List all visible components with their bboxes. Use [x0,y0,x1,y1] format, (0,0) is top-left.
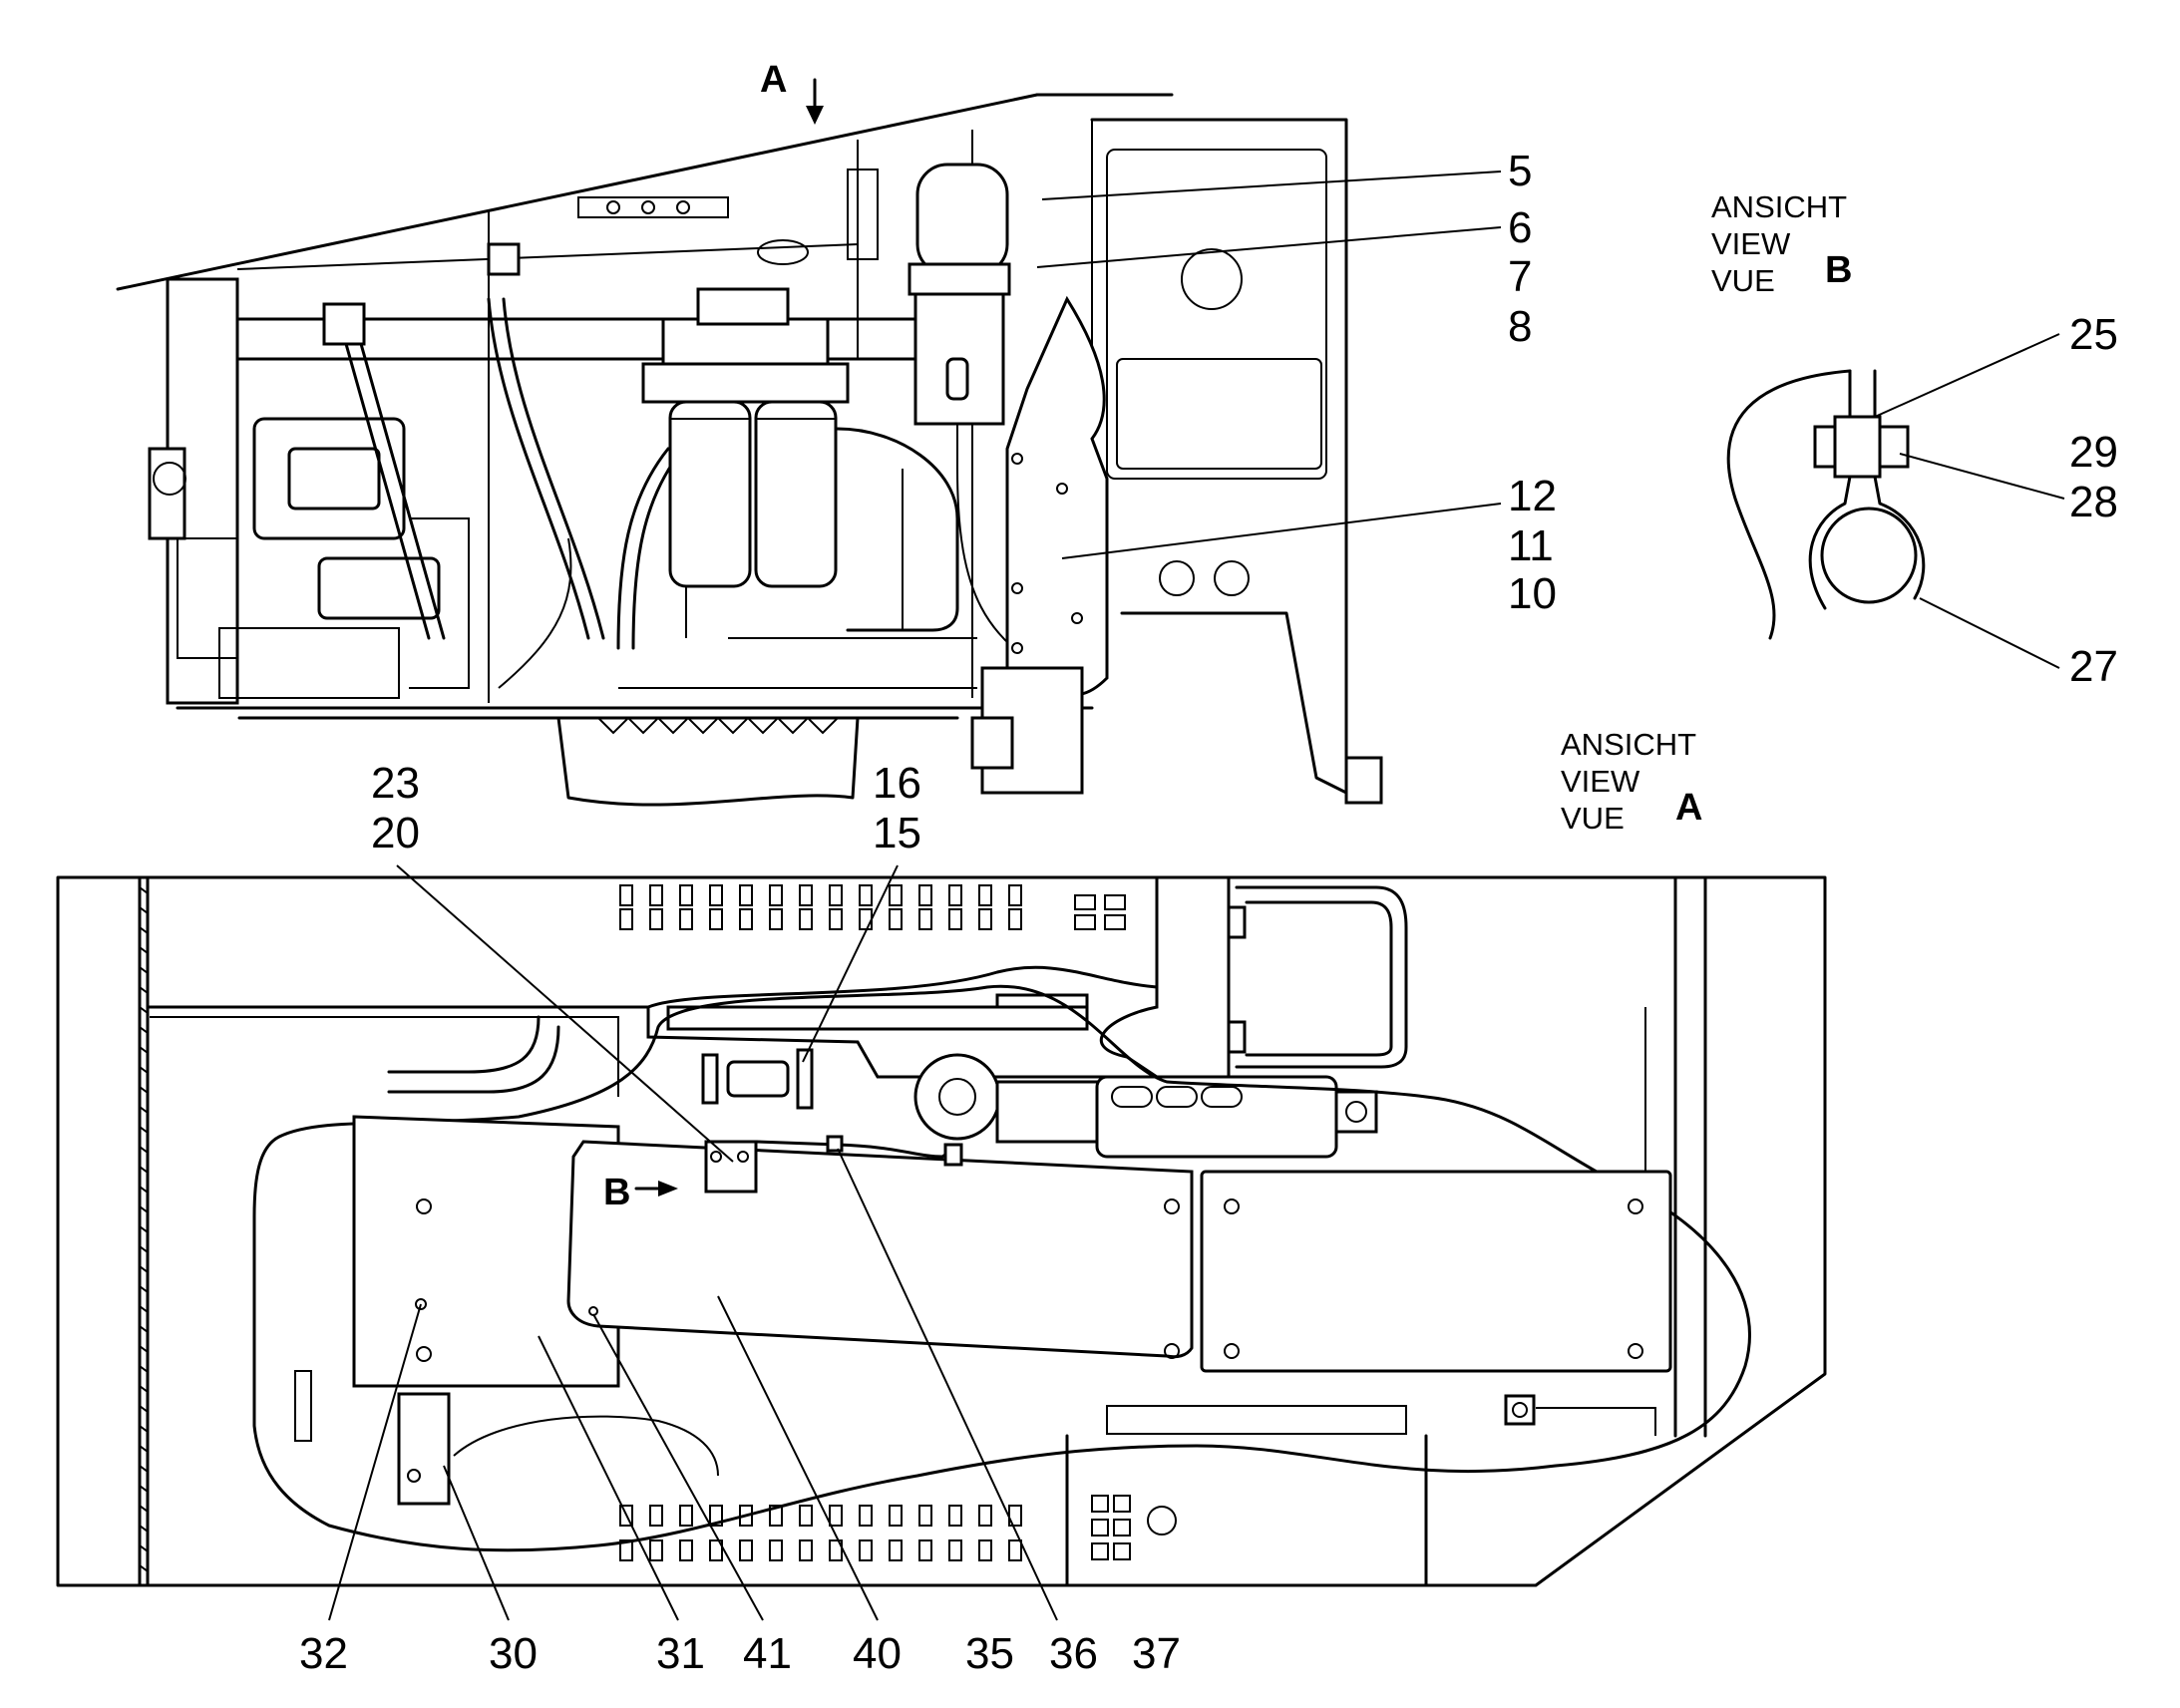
callout-23: 23 [371,759,420,808]
arrow-down-icon [806,106,824,125]
view-b-letter: B [1825,249,1852,291]
callout-31: 31 [656,1629,705,1678]
callout-11: 11 [1508,521,1554,570]
upper-vent-slots [619,884,1126,930]
callout-30: 30 [489,1629,538,1678]
arrow-right-icon [658,1181,678,1196]
callouts: 5 6 7 8 12 11 10 25 29 28 27 23 20 16 15… [299,147,2118,1678]
callout-27: 27 [2069,642,2118,691]
callout-10: 10 [1508,569,1557,618]
callout-12: 12 [1508,472,1557,520]
leader-lines [328,171,2065,1621]
view-a-arrow-label: A [760,59,787,101]
callout-20: 20 [371,809,420,857]
callout-6: 6 [1508,203,1532,252]
view-a-line-2: VIEW [1561,764,1640,799]
view-b-indicator: B [603,1172,678,1213]
view-a-letter: A [1675,787,1702,829]
callout-29: 29 [2069,428,2118,477]
view-b-line-1: ANSICHT [1711,189,1847,224]
callout-16: 16 [873,759,921,808]
lower-vent-slots [619,1495,1177,1561]
view-a-line-3: VUE [1561,801,1625,836]
callout-32: 32 [299,1629,348,1678]
callout-40: 40 [853,1629,902,1678]
view-b-line-2: VIEW [1711,226,1791,261]
engine-side-view [116,93,1383,807]
callout-35: 35 [965,1629,1014,1678]
callout-41: 41 [743,1629,792,1678]
top-down-view [56,875,1827,1587]
view-b-line-3: VUE [1711,263,1775,298]
callout-28: 28 [2069,478,2118,526]
callout-25: 25 [2069,310,2118,359]
callout-5: 5 [1508,147,1532,195]
callout-15: 15 [873,809,921,857]
view-b-detail: ANSICHT VIEW VUE B [1711,189,1926,640]
callout-7: 7 [1508,252,1532,301]
view-b-arrow-label: B [603,1172,630,1213]
callout-8: 8 [1508,302,1532,351]
callout-36: 36 [1049,1629,1098,1678]
view-a-line-1: ANSICHT [1561,727,1696,762]
view-a-label: ANSICHT VIEW VUE A [1561,727,1702,836]
view-a-indicator: A [760,59,824,125]
callout-37: 37 [1132,1629,1181,1678]
